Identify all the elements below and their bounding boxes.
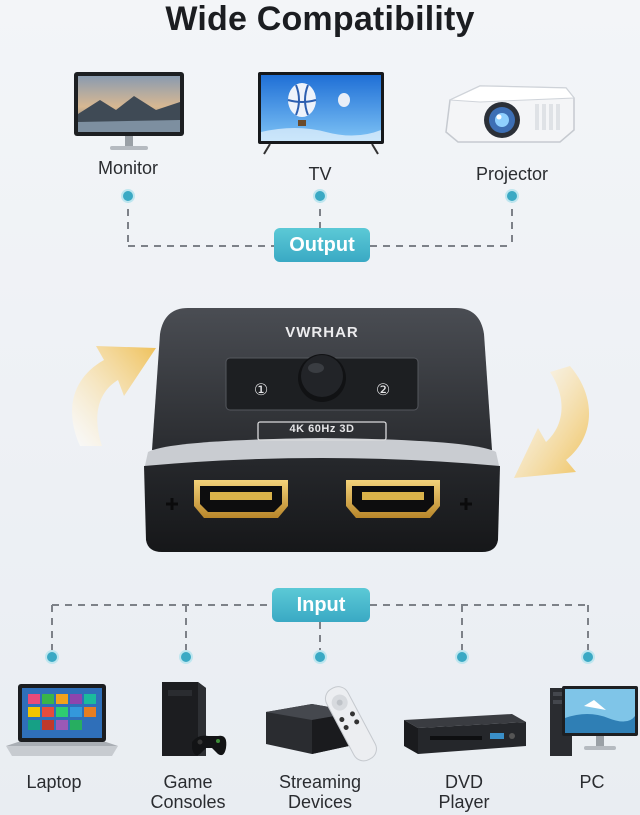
streaming-device-icon — [266, 686, 377, 762]
device-brand: VWRHAR — [285, 324, 359, 341]
output-dot-tv — [313, 189, 327, 203]
input-pill: Input — [272, 588, 370, 622]
game-console-icon — [162, 682, 227, 756]
input-dot-dvd — [455, 650, 469, 664]
pc-icon — [550, 686, 638, 756]
input-dot-game — [179, 650, 193, 664]
input-label-dvd-player: DVD Player — [438, 772, 490, 812]
output-dot-monitor — [121, 189, 135, 203]
switch-arrow-right-icon — [514, 366, 590, 478]
port-2-indicator: ② — [375, 382, 391, 399]
page-title: Wide Compatibility — [165, 0, 475, 38]
output-label-tv: TV — [308, 164, 332, 184]
output-label-projector: Projector — [475, 164, 549, 184]
input-label-pc: PC — [579, 772, 605, 792]
hdmi-switch-device — [144, 308, 500, 552]
output-dot-projector — [505, 189, 519, 203]
input-dot-laptop — [45, 650, 59, 664]
input-label-streaming-devices: Streaming Devices — [278, 772, 362, 812]
projector-icon — [445, 85, 576, 143]
dvd-player-icon — [404, 714, 526, 754]
tv-icon — [258, 72, 384, 155]
laptop-icon — [6, 684, 118, 756]
input-dot-pc — [581, 650, 595, 664]
input-label-game-consoles: Game Consoles — [150, 772, 226, 812]
input-label-laptop: Laptop — [26, 772, 82, 792]
input-dot-streaming — [313, 650, 327, 664]
port-1-indicator: ① — [253, 382, 269, 399]
switch-arrow-left-icon — [72, 346, 156, 446]
output-label-monitor: Monitor — [97, 158, 159, 178]
device-spec: 4K 60Hz 3D — [289, 423, 355, 435]
output-pill: Output — [274, 228, 370, 262]
monitor-icon — [74, 72, 184, 150]
